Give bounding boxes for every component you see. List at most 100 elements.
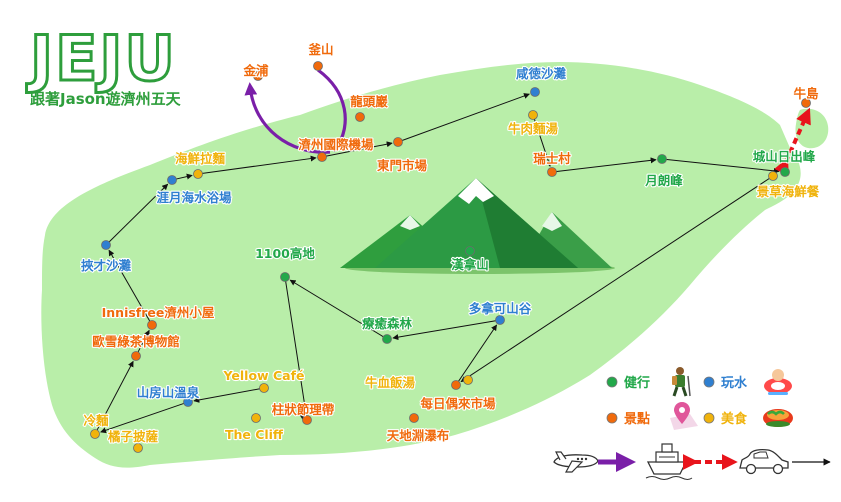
place-label: 牛肉麵湯: [508, 121, 559, 136]
map-title: JEJU: [26, 22, 177, 95]
place-label: The Cliff: [225, 427, 284, 442]
route-segment: [555, 157, 657, 173]
route-segment: [193, 388, 261, 403]
place-marker-hiking: [280, 272, 290, 282]
swim-ring-icon: [764, 369, 792, 395]
route-segment: [108, 183, 169, 243]
ferry-icon: [645, 443, 693, 480]
place-marker-scenic: [409, 413, 419, 423]
place-marker-scenic: [317, 152, 327, 162]
place-label: 景草海鮮餐: [757, 184, 820, 199]
place-label: 城山日出峰: [753, 149, 816, 164]
ferry-route-udo: [774, 107, 811, 176]
place-label: 歐雪綠茶博物館: [92, 334, 180, 349]
place-label: 漢拿山: [451, 257, 489, 272]
place-marker-food: [768, 171, 778, 181]
route-segment: [665, 158, 780, 174]
route-segment: [533, 118, 552, 167]
place-label: 涯月海水浴場: [156, 190, 232, 205]
place-marker-scenic: [313, 61, 323, 71]
place-marker-food: [463, 375, 473, 385]
place-label: 療癒森林: [362, 316, 413, 331]
flight-route-busan: [317, 68, 347, 153]
route-segment: [289, 279, 385, 338]
legend-scenic-label: 景點: [624, 411, 650, 427]
place-marker-hiking: [657, 154, 667, 164]
legend-hiking-dot: [606, 376, 618, 388]
route-segment: [392, 320, 497, 341]
hallasan-mountain-illustration: [340, 178, 615, 274]
route-segment: [100, 402, 185, 434]
flight-route-gimpo: [244, 82, 331, 154]
place-marker-scenic: [393, 137, 403, 147]
place-label: 牛島: [793, 86, 819, 101]
place-label: 月朗峰: [644, 173, 683, 188]
hiker-icon: [672, 367, 691, 397]
title-block: JEJU 跟著Jason遊濟州五天: [25, 21, 182, 109]
place-marker-food: [259, 383, 269, 393]
legend-food-dot: [703, 412, 715, 424]
place-marker-food: [90, 429, 100, 439]
map-pin-icon: [670, 402, 698, 430]
place-marker-scenic: [355, 112, 365, 122]
place-marker-hiking: [780, 167, 790, 177]
route-segment: [457, 324, 498, 383]
place-marker-scenic: [451, 380, 461, 390]
place-marker-scenic: [801, 98, 811, 108]
place-label: 牛血飯湯: [365, 375, 416, 390]
place-label: 龍頭巖: [350, 94, 388, 109]
place-label: 咸徳沙灘: [516, 66, 567, 81]
place-marker-water: [495, 315, 505, 325]
route-segment: [285, 280, 309, 415]
airplane-icon: [553, 451, 599, 473]
place-marker-scenic: [147, 320, 157, 330]
place-marker-water: [167, 175, 177, 185]
car-icon: [739, 448, 789, 475]
place-marker-water: [183, 397, 193, 407]
place-marker-food: [193, 169, 203, 179]
place-marker-food: [251, 413, 261, 423]
place-label: 每日偶來市場: [420, 396, 496, 411]
place-marker-food: [133, 443, 143, 453]
place-label: 挾才沙灘: [81, 258, 132, 273]
place-markers: [90, 61, 811, 453]
route-segment: [96, 360, 134, 432]
place-marker-scenic: [547, 167, 557, 177]
place-label: 金浦: [242, 63, 269, 78]
place-marker-hiking: [382, 334, 392, 344]
place-label: Yellow Café: [223, 368, 305, 383]
route-segment: [325, 141, 393, 157]
place-marker-hiking: [465, 246, 475, 256]
route-segment: [137, 329, 150, 354]
route-segment: [108, 249, 151, 323]
map-subtitle: 跟著Jason遊濟州五天: [30, 90, 182, 108]
place-label: 瑞士村: [533, 151, 571, 166]
route-lines: [96, 68, 811, 434]
route-segment: [175, 173, 193, 180]
place-marker-food: [528, 110, 538, 120]
legend-water-label: 玩水: [721, 375, 748, 391]
place-label: 海鮮拉麵: [175, 151, 226, 166]
place-label: Innisfree濟州小屋: [102, 305, 215, 320]
place-label: 冷麵: [83, 413, 109, 428]
place-label: 濟州國際機場: [298, 137, 374, 152]
place-label: 橘子披薩: [107, 429, 159, 444]
place-marker-water: [530, 87, 540, 97]
route-segment: [401, 93, 530, 142]
transport-legend: [553, 443, 831, 480]
food-bowl-icon: [763, 409, 793, 427]
udo-island: [795, 108, 829, 149]
route-segment: [460, 177, 771, 383]
place-label: 釜山: [307, 42, 333, 57]
place-marker-scenic: [131, 351, 141, 361]
place-marker-scenic: [302, 415, 312, 425]
place-label: 東門市場: [377, 158, 428, 173]
place-label: 柱狀節理帶: [272, 402, 335, 417]
place-label: 山房山溫泉: [137, 385, 200, 400]
place-label: 1100高地: [255, 246, 315, 261]
legend-hiking-label: 健行: [624, 375, 650, 391]
route-segment: [201, 155, 317, 175]
place-marker-water: [101, 240, 111, 250]
